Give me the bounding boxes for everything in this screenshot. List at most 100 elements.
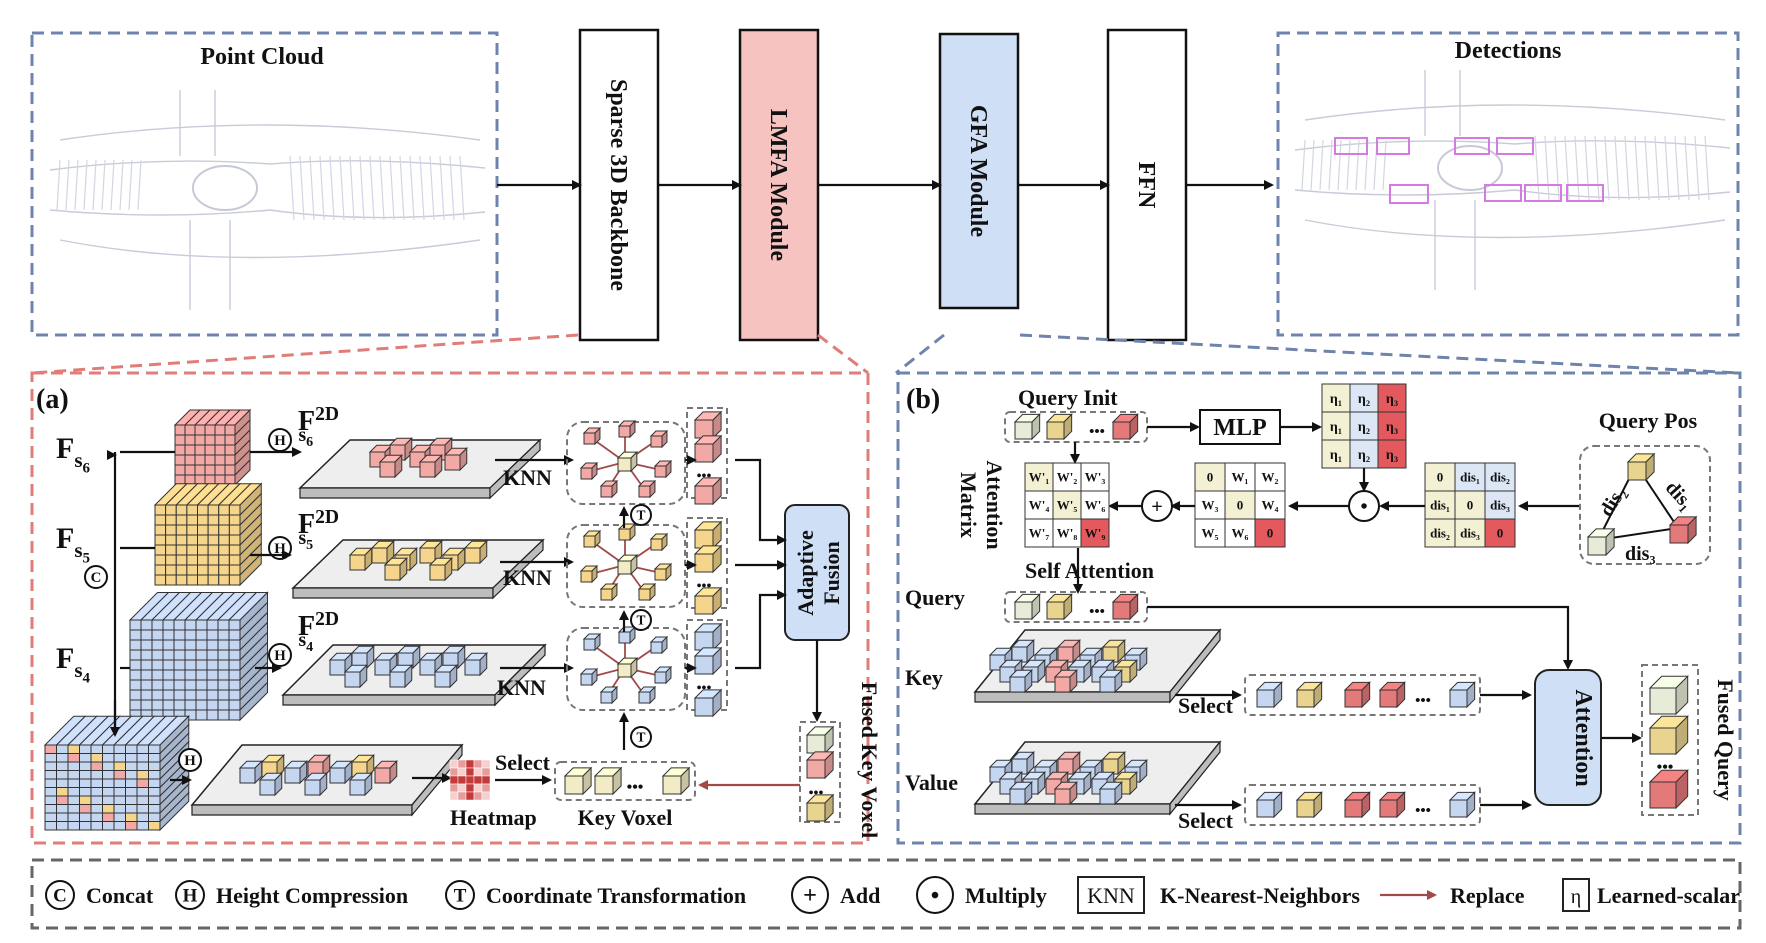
legend-label-3: Add <box>840 883 880 908</box>
matrix-cell <box>1024 490 1054 520</box>
grid-cell <box>154 564 167 576</box>
cube-side <box>712 586 722 616</box>
symbol-glyph: T <box>636 508 645 523</box>
cube-front <box>580 673 593 686</box>
cube-side <box>582 766 592 796</box>
heatmap-cell <box>457 783 467 793</box>
grid-cell <box>165 554 177 566</box>
matrix-cell-text: W₂ <box>1262 470 1279 485</box>
bev-voxel-s6 <box>418 454 443 479</box>
grid-cell <box>173 619 186 631</box>
knn-neighbor-voxel <box>637 685 657 705</box>
knn-star-s5 <box>566 522 686 608</box>
grid-cell <box>204 444 216 456</box>
grid-cell <box>79 753 92 763</box>
cube-side <box>630 553 638 576</box>
pc-ring <box>289 155 295 221</box>
grid-cell <box>224 434 236 446</box>
heatmap-cell <box>449 767 459 777</box>
point-cloud-frame <box>30 31 499 337</box>
grid-cell <box>136 753 149 763</box>
dis1-label: dis₁ <box>1661 477 1698 514</box>
grid-cell <box>140 629 153 641</box>
select-ellipsis: ••• <box>1415 803 1431 819</box>
cube-side <box>629 419 636 439</box>
knn-label-s4: KNN <box>497 675 546 700</box>
matrix-cell <box>1454 518 1486 548</box>
matrix-cell-text: W₃ <box>1202 498 1219 513</box>
pc-ring <box>92 159 97 211</box>
key-voxel <box>563 766 593 796</box>
arrow-stack-af-s6 <box>735 458 787 545</box>
grid-cell <box>129 679 142 691</box>
grid-cell <box>195 669 208 681</box>
heatmap-cell <box>481 783 491 793</box>
grid-cell <box>154 514 167 526</box>
grid-cell <box>113 795 126 805</box>
grid-cell <box>195 679 208 691</box>
cube-front <box>654 568 667 581</box>
cube-side <box>661 429 668 449</box>
grid-cell <box>175 504 188 516</box>
detections-label: Detections <box>1455 38 1562 64</box>
key-voxel <box>661 766 691 796</box>
grid-cell <box>44 795 57 805</box>
grid-cell <box>162 619 175 631</box>
label-sup: 2D <box>315 404 339 425</box>
label-base: F <box>56 642 74 675</box>
symbol-glyph: H <box>274 433 286 449</box>
grid-cell <box>197 524 209 536</box>
cube-side <box>1139 759 1148 784</box>
cube-front <box>1669 524 1689 544</box>
label-sub: s <box>74 658 82 682</box>
grid-cell <box>129 649 142 661</box>
cube-side <box>629 522 636 542</box>
matrix-cell <box>1377 411 1407 441</box>
grid-cell <box>206 679 219 691</box>
cube-front <box>1014 601 1033 620</box>
cube-front <box>638 588 651 601</box>
cube-side <box>1396 681 1406 709</box>
grid-side-cell <box>159 791 190 832</box>
feature-s5-label: Fs5 <box>56 522 90 566</box>
grid-cell <box>184 444 196 456</box>
grid-cell <box>207 514 220 526</box>
grid-cell <box>136 761 149 771</box>
grid-cell <box>207 504 220 516</box>
cube-front <box>600 691 613 704</box>
selected-voxel <box>1343 791 1371 819</box>
grid-cell <box>151 689 164 701</box>
stack-voxel <box>693 646 723 676</box>
knn-neighbor-voxel <box>582 426 602 446</box>
grid-cell <box>175 544 188 556</box>
grid-cell <box>102 744 115 754</box>
cube-side <box>824 750 834 780</box>
grid-cell <box>44 804 57 814</box>
grid-cell <box>207 554 220 566</box>
cube-front <box>344 671 361 688</box>
label-subsub: 5 <box>83 550 91 566</box>
grid-cell <box>148 778 161 788</box>
cube-side <box>1466 681 1476 709</box>
grid-cell <box>151 679 164 691</box>
heatmap-cell <box>465 775 475 785</box>
plate-right <box>489 438 541 500</box>
feature-s6-label: Fs6 <box>56 432 91 476</box>
symbol-circle <box>630 726 652 748</box>
grid-cell <box>186 574 198 586</box>
symbol-glyph: H <box>184 753 196 769</box>
grid-cell <box>228 554 241 566</box>
cube-front <box>638 691 651 704</box>
grid-cell <box>140 639 153 651</box>
grid-cell <box>125 804 138 814</box>
pc-ring <box>1654 135 1660 201</box>
grid-cell <box>218 564 230 576</box>
pc-ring <box>1301 139 1306 191</box>
pc-ring <box>1644 135 1650 201</box>
label-base: F <box>298 611 315 642</box>
grid-cell <box>207 574 220 586</box>
